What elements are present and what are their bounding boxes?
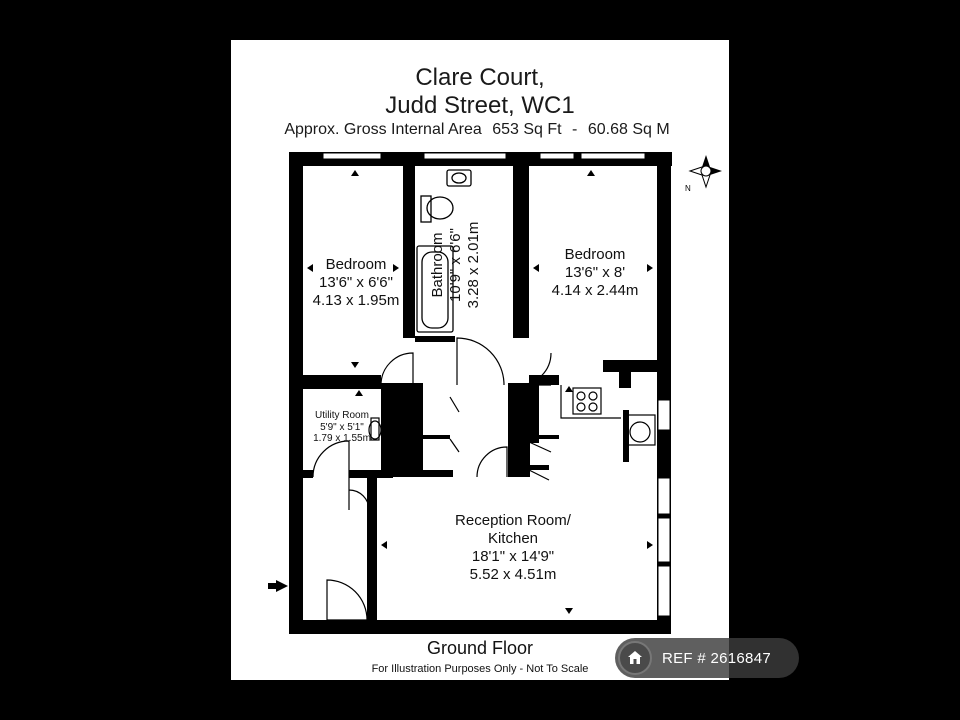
doors xyxy=(312,337,552,621)
room-utility: Utility Room 5'9" x 5'1" 1.79 x 1.55m xyxy=(305,410,379,445)
compass-icon: N xyxy=(685,155,722,193)
room-name: Bathroom xyxy=(429,232,446,298)
room-name-line-2: Kitchen xyxy=(487,530,539,547)
room-name-line-1: Reception Room/ xyxy=(455,512,571,529)
title-line-2: Judd Street, WC1 xyxy=(385,92,575,119)
area-separator: - xyxy=(572,121,578,138)
room-reception-kitchen: Reception Room/ Kitchen 18'1" x 14'9" 5.… xyxy=(443,512,583,584)
room-name: Bedroom xyxy=(564,246,626,263)
room-metric: 4.14 x 2.44m xyxy=(551,282,639,299)
gross-area: Approx. Gross Internal Area 653 Sq Ft - … xyxy=(231,121,729,139)
room-metric: 3.28 x 2.01m xyxy=(465,221,482,309)
room-imperial: 18'1" x 14'9" xyxy=(471,548,555,565)
reference-badge: REF # 2616847 xyxy=(615,638,799,678)
reference-number: REF # 2616847 xyxy=(662,649,771,667)
room-metric: 5.52 x 4.51m xyxy=(469,566,557,583)
windows xyxy=(322,152,671,617)
room-name: Utility Room xyxy=(315,410,369,421)
bathroom-fixtures xyxy=(416,169,472,333)
area-sqm: 60.68 Sq M xyxy=(587,121,670,138)
room-imperial: 13'6" x 8' xyxy=(564,264,626,281)
room-imperial: 10'9" x 6'6" xyxy=(447,228,464,302)
house-logo-icon xyxy=(618,641,652,675)
room-imperial: 13'6" x 6'6" xyxy=(319,274,393,291)
room-bathroom: Bathroom 10'9" x 6'6" 3.28 x 2.01m xyxy=(429,220,499,310)
room-imperial: 5'9" x 5'1" xyxy=(320,421,364,433)
room-name: Bedroom xyxy=(325,256,387,273)
floor-plan-drawing: N xyxy=(268,152,722,634)
dimension-arrows xyxy=(268,170,653,614)
walls xyxy=(289,152,672,634)
kitchen-fixtures xyxy=(368,385,656,446)
floor-label: Ground Floor xyxy=(426,638,534,658)
area-label: Approx. Gross Internal Area xyxy=(284,121,482,138)
floorplan-sheet: Clare Court, Judd Street, WC1 Approx. Gr… xyxy=(231,40,799,680)
room-bedroom-2: Bedroom 13'6" x 8' 4.14 x 2.44m xyxy=(545,246,645,300)
room-bedroom-1: Bedroom 13'6" x 6'6" 4.13 x 1.95m xyxy=(311,256,401,310)
room-metric: 4.13 x 1.95m xyxy=(312,292,400,309)
room-metric: 1.79 x 1.55m xyxy=(313,433,371,444)
compass-north-label: N xyxy=(685,184,691,193)
title-line-1: Clare Court, xyxy=(415,64,545,91)
area-sqft: 653 Sq Ft xyxy=(492,121,562,138)
disclaimer: For Illustration Purposes Only - Not To … xyxy=(371,663,589,675)
